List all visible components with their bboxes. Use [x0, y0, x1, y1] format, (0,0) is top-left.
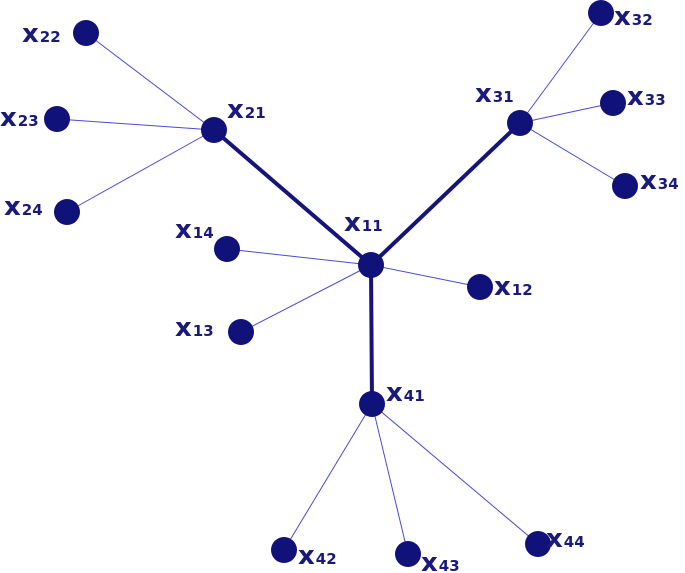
label-x32-base: x	[614, 2, 631, 32]
label-x23: x23	[0, 103, 39, 133]
label-x14-base: x	[175, 215, 192, 245]
label-x11: x11	[344, 208, 383, 238]
label-x14: x14	[175, 215, 214, 245]
node-x42	[271, 537, 297, 563]
edge-x11-x41	[369, 263, 374, 406]
label-x12-base: x	[494, 272, 511, 302]
node-x31	[507, 110, 533, 136]
nodes-layer	[44, 0, 638, 567]
label-x32-sub: 32	[632, 11, 653, 29]
label-x44-sub: 44	[564, 533, 585, 551]
label-x22: x22	[22, 19, 61, 49]
label-x22-base: x	[22, 19, 39, 49]
edge-x41-x43	[371, 403, 409, 555]
node-x43	[395, 541, 421, 567]
label-x23-base: x	[0, 103, 17, 133]
node-x23	[44, 106, 70, 132]
label-x12: x12	[494, 272, 533, 302]
node-x33	[600, 90, 626, 116]
edge-x11-x12	[370, 264, 481, 288]
label-x13-sub: 13	[193, 322, 214, 340]
edge-x11-x14	[226, 248, 372, 266]
label-x22-sub: 22	[40, 28, 61, 46]
label-x41: x41	[386, 378, 425, 408]
node-x21	[201, 117, 227, 143]
label-x14-sub: 14	[193, 224, 214, 242]
edges-layer	[56, 12, 626, 555]
node-x13	[228, 319, 254, 345]
label-x13: x13	[175, 313, 214, 343]
label-x11-sub: 11	[362, 217, 383, 235]
edge-x21-x24	[66, 129, 215, 213]
edge-x11-x31	[369, 121, 522, 267]
label-x43: x43	[421, 548, 460, 573]
label-x24-base: x	[4, 192, 21, 222]
label-x11-base: x	[344, 208, 361, 238]
label-x24: x24	[4, 192, 43, 222]
node-x11	[358, 252, 384, 278]
edge-x21-x23	[56, 118, 215, 131]
label-x32: x32	[614, 2, 653, 32]
label-x34-base: x	[640, 166, 657, 196]
edge-x41-x44	[371, 403, 539, 545]
node-x12	[467, 274, 493, 300]
node-x22	[73, 20, 99, 46]
label-x33: x33	[627, 82, 666, 112]
label-x23-sub: 23	[18, 112, 39, 130]
label-x44: x44	[546, 524, 585, 554]
label-x42-sub: 42	[316, 550, 337, 568]
label-x24-sub: 24	[22, 201, 43, 219]
edge-x31-x32	[519, 12, 602, 124]
label-x31-sub: 31	[493, 88, 514, 106]
edge-x41-x42	[283, 403, 373, 551]
label-x41-base: x	[386, 378, 403, 408]
node-x14	[214, 236, 240, 262]
edge-x11-x21	[212, 128, 373, 267]
label-x31: x31	[475, 79, 514, 109]
label-x33-sub: 33	[645, 91, 666, 109]
label-x33-base: x	[627, 82, 644, 112]
label-x43-base: x	[421, 548, 438, 573]
label-x13-base: x	[175, 313, 192, 343]
label-x21-base: x	[227, 95, 244, 125]
label-x43-sub: 43	[439, 557, 460, 573]
edge-x31-x34	[519, 122, 626, 187]
label-x42: x42	[298, 541, 337, 571]
node-x34	[612, 173, 638, 199]
label-x44-base: x	[546, 524, 563, 554]
label-x34-sub: 34	[658, 175, 679, 193]
label-x12-sub: 12	[512, 281, 533, 299]
node-x44	[525, 531, 551, 557]
label-x21-sub: 21	[245, 104, 266, 122]
node-x32	[588, 0, 614, 26]
label-x31-base: x	[475, 79, 492, 109]
edge-x11-x13	[240, 264, 372, 333]
label-x41-sub: 41	[404, 387, 425, 405]
edge-x21-x22	[85, 32, 215, 131]
label-x34: x34	[640, 166, 679, 196]
node-x41	[359, 391, 385, 417]
label-x42-base: x	[298, 541, 315, 571]
edge-x31-x33	[519, 102, 614, 124]
label-x21: x21	[227, 95, 266, 125]
node-x24	[54, 199, 80, 225]
